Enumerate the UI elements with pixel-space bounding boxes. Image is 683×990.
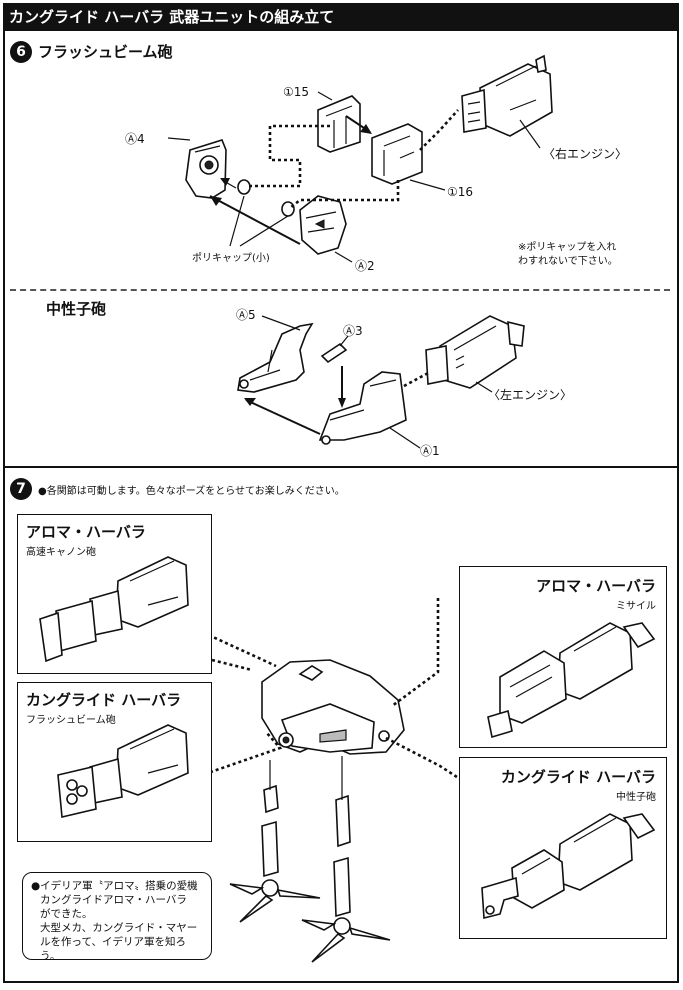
step7-instruction: ●各関節は可動します。色々なポーズをとらせてお楽しみください。 (38, 486, 345, 497)
step-number-6: 6 (10, 41, 32, 63)
box-kang-flash-subtitle: フラッシュビーム砲 (26, 715, 116, 726)
aroma-missile-illustration (487, 622, 656, 739)
label-polycap: ポリキャップ(小) (192, 253, 270, 264)
polycap-1 (237, 179, 251, 195)
label-a3: Ⓐ3 (343, 324, 363, 338)
box-kang-flash: カングライド ハーバラ フラッシュビーム砲 (17, 682, 212, 842)
section-divider-dashed (10, 289, 670, 291)
label-right-engine: 〈右エンジン〉 (543, 147, 628, 161)
box-aroma-missile: アロマ・ハーバラ ミサイル (459, 566, 667, 748)
story-note-line3: ができた。 (40, 908, 93, 920)
neutron-title: 中性子砲 (46, 300, 107, 318)
label-a5: Ⓐ5 (236, 308, 256, 322)
box-kang-neutron-subtitle: 中性子砲 (616, 792, 656, 803)
section-divider (5, 466, 677, 468)
box-aroma-cannon-subtitle: 高速キャノン砲 (26, 547, 96, 558)
box-aroma-missile-title: アロマ・ハーバラ (536, 577, 656, 595)
page-frame (3, 31, 679, 983)
part-a2-illustration (299, 195, 347, 255)
label-a2: Ⓐ2 (355, 259, 375, 273)
box-aroma-missile-subtitle: ミサイル (616, 601, 656, 612)
part-i15-illustration (317, 95, 361, 153)
label-a1: Ⓐ1 (420, 444, 440, 458)
part-a3-illustration (320, 342, 348, 364)
page-title: カングライド ハーバラ 武器ユニットの組み立て (3, 3, 679, 31)
kang-flash-illustration (57, 724, 189, 818)
box-aroma-cannon-title: アロマ・ハーバラ (26, 523, 146, 541)
story-note: ●イデリア軍〝アロマ〟搭乗の愛機 カングライドアロマ・ハーバラ ができた。 大型… (22, 872, 212, 962)
step6-title: フラッシュビーム砲 (38, 43, 173, 61)
step-number-7: 7 (10, 478, 32, 500)
part-a1-illustration (318, 371, 407, 445)
box-kang-flash-title: カングライド ハーバラ (26, 691, 182, 709)
part-a5-illustration (237, 322, 314, 393)
label-i16: ①16 (447, 185, 474, 199)
right-engine-illustration (461, 54, 553, 137)
mech-legs-illustration (229, 756, 391, 963)
polycap-2 (281, 201, 295, 217)
box-kang-neutron-title: カングライド ハーバラ (500, 768, 656, 786)
part-i16-illustration (371, 123, 423, 185)
box-kang-neutron: カングライド ハーバラ 中性子砲 (459, 757, 667, 939)
box-aroma-cannon: アロマ・ハーバラ 高速キャノン砲 (17, 514, 212, 674)
kang-neutron-illustration (481, 813, 656, 920)
left-engine-illustration (425, 315, 525, 389)
label-a4: Ⓐ4 (125, 132, 145, 146)
polycap-note-line1: ※ポリキャップを入れ (518, 242, 617, 253)
label-i15: ①15 (283, 85, 310, 99)
part-a4-illustration (185, 139, 227, 199)
label-left-engine: 〈左エンジン〉 (488, 388, 573, 402)
story-note-line4: 大型メカ、カングライド・マヤールを作って、イデリア軍を知ろう。 (40, 922, 198, 962)
aroma-cannon-illustration (39, 556, 189, 663)
mech-body-illustration (261, 659, 405, 755)
story-note-line2: カングライドアロマ・ハーバラ (40, 894, 187, 906)
polycap-note-line2: わすれないで下さい。 (518, 256, 618, 267)
story-note-line1: ●イデリア軍〝アロマ〟搭乗の愛機 (31, 880, 198, 892)
